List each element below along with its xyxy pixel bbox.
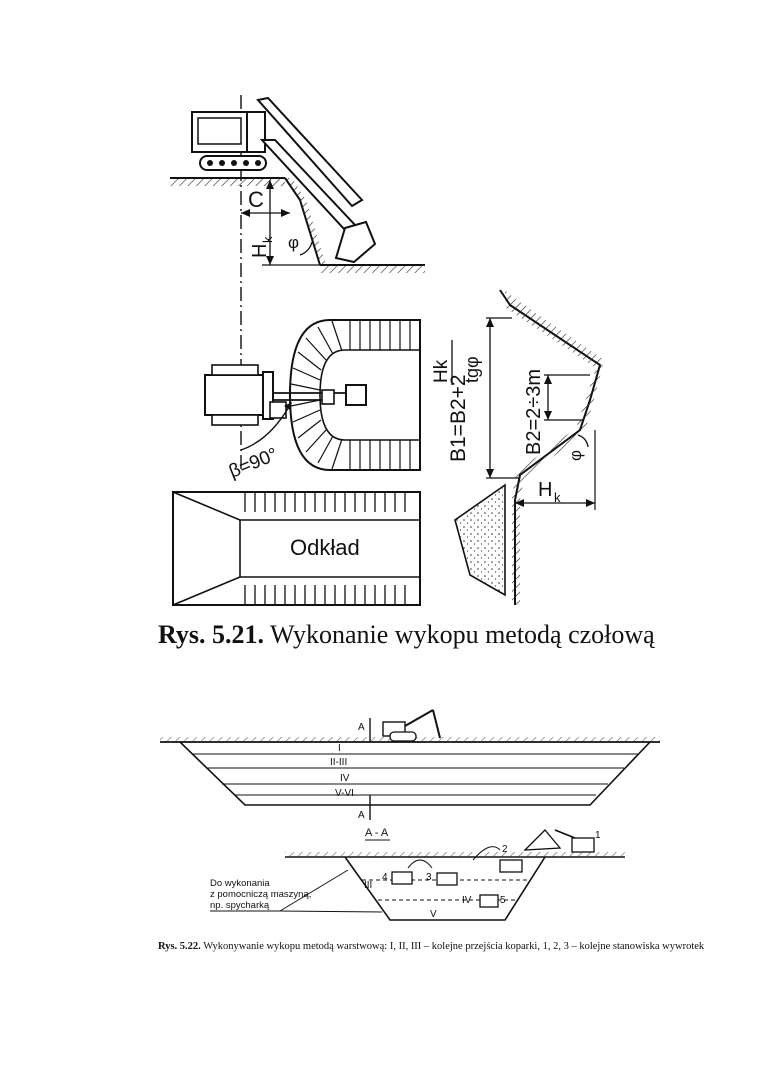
layer-label-3: IV xyxy=(340,773,350,784)
caption-text-5-21: Wykonanie wykopu metodą czołową xyxy=(270,620,655,649)
truck-5 xyxy=(479,894,499,908)
formula-hk: Hk xyxy=(431,359,452,383)
layer-label-4: V-VI xyxy=(335,788,354,799)
spoil-heap xyxy=(454,483,506,597)
svg-text:k: k xyxy=(554,490,561,505)
mark-5: 5 xyxy=(500,895,506,906)
mark-1: 1 xyxy=(595,830,601,841)
ground-hatch xyxy=(170,179,285,186)
pit-profile xyxy=(179,741,651,806)
label-c: C xyxy=(248,187,264,212)
angle-arc-phi xyxy=(299,241,313,256)
label-a-bottom: A xyxy=(358,810,365,821)
label-beta: β=90° xyxy=(226,444,281,482)
caption-figure-5-22: Rys. 5.22. Wykonywanie wykopu metodą war… xyxy=(158,940,718,954)
label-a-top: A xyxy=(358,722,365,733)
truck-2 xyxy=(499,859,523,873)
svg-text:H: H xyxy=(538,479,552,501)
svg-text:k: k xyxy=(260,236,275,243)
section-a-a: A - A 1 2 3 4 5 III IV V Do wykonania z … xyxy=(210,827,625,921)
formula-b2: B2=2÷3m xyxy=(523,369,545,455)
label-dump: Odkład xyxy=(290,535,360,560)
excavator-section xyxy=(571,837,595,853)
section-pit xyxy=(344,856,546,921)
slope-hatch xyxy=(285,178,326,265)
layer-label-1: I xyxy=(338,743,341,754)
svg-text:H: H xyxy=(249,244,271,258)
label-hk-side: H k xyxy=(249,236,275,258)
plan-view: β=90° xyxy=(204,319,421,483)
zone-3: III xyxy=(364,880,372,891)
svg-text:Hk: Hk xyxy=(431,359,452,383)
section-hatch xyxy=(505,290,604,605)
caption-figure-5-21: Rys. 5.21. Wykonanie wykopu metodą czoło… xyxy=(158,620,718,650)
caption-text-5-22: Wykonywanie wykopu metodą warstwową: I, … xyxy=(203,941,705,952)
formula-b1: B1=B2+2 xyxy=(447,374,470,462)
pit-outline-outer xyxy=(288,319,421,471)
dump-ticks xyxy=(244,492,406,605)
svg-text:B2=2÷3m: B2=2÷3m xyxy=(523,369,545,455)
mark-4: 4 xyxy=(382,872,388,883)
mark-2: 2 xyxy=(502,844,508,855)
label-phi-top: φ xyxy=(288,233,299,252)
layer-label-2: II-III xyxy=(330,757,347,768)
truck-4 xyxy=(391,871,413,885)
excavator-body xyxy=(246,111,266,153)
note-line-2: z pomocniczą maszyną, xyxy=(210,889,311,900)
svg-text:B1=B2+2: B1=B2+2 xyxy=(447,374,470,462)
cab-window xyxy=(197,117,242,145)
label-phi-right: φ xyxy=(566,450,585,461)
pit-bottom-hatch xyxy=(320,266,425,273)
caption-number-5-21: Rys. 5.21. xyxy=(158,620,264,649)
cross-section: B1=B2+2 Hk tgφ B2=2÷3m φ H k xyxy=(431,289,604,605)
mark-3: 3 xyxy=(426,872,432,883)
note-line-3: np. spycharką xyxy=(210,900,270,911)
excavator-plan xyxy=(204,374,266,416)
bucket-plan xyxy=(345,384,367,406)
formula-tg: tgφ xyxy=(462,356,482,383)
beta-arc xyxy=(240,404,291,451)
zone-4: IV xyxy=(462,895,472,906)
pit-outline-inner xyxy=(319,349,421,441)
layer-section: A A I II-III IV V-VI xyxy=(160,709,660,821)
dump-area: Odkład xyxy=(172,490,421,607)
side-view-excavator: C H k φ xyxy=(170,95,425,470)
slope-ticks xyxy=(290,320,411,470)
excavator-bucket xyxy=(334,220,377,264)
note-line-1: Do wykonania xyxy=(210,878,270,889)
section-title: A - A xyxy=(365,827,389,839)
excavator-boom xyxy=(256,96,364,208)
truck-3 xyxy=(436,872,458,886)
svg-text:tgφ: tgφ xyxy=(462,356,482,383)
zone-5: V xyxy=(430,909,437,920)
caption-number-5-22: Rys. 5.22. xyxy=(158,941,201,952)
label-hk-right: H k xyxy=(538,479,561,505)
